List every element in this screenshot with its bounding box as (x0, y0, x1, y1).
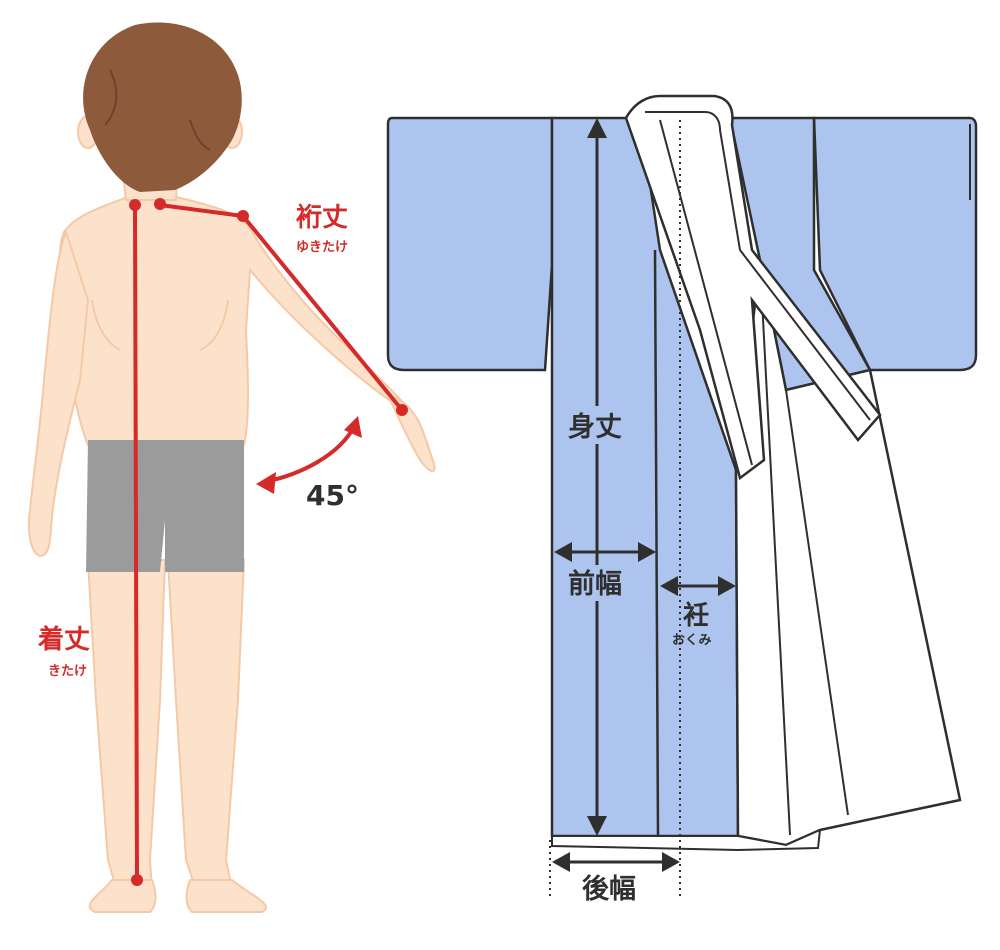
shorts (86, 440, 244, 572)
okumi-label: 衽 (683, 600, 709, 631)
mitake-arrowhead-bottom (587, 816, 607, 836)
neck-point-dot (129, 199, 141, 211)
shoulder-point-dot (237, 210, 249, 222)
ushirohaba-arrowhead-right (662, 852, 680, 872)
okumi-arrowhead-right (718, 576, 736, 596)
torso (58, 193, 421, 446)
kitake-reading: きたけ (48, 664, 87, 679)
right-sleeve (812, 116, 978, 372)
left-leg (86, 559, 167, 897)
shoulder-blade-line (91, 299, 121, 351)
mitake-label: 身丈 (568, 411, 622, 443)
shoulder-blade-line-2 (199, 299, 229, 351)
angle-label: 45° (306, 479, 359, 512)
kitake-label: 着丈 (37, 624, 90, 655)
collar-inner-line (645, 111, 871, 421)
person-figure (28, 22, 436, 913)
wrist-point-dot (396, 404, 408, 416)
angle-arrowhead-up (344, 416, 362, 438)
left-arm (28, 229, 90, 557)
hair-strand-1 (104, 69, 118, 126)
okumi-arrowhead-left (660, 576, 678, 596)
angle-arc (263, 424, 357, 484)
red-measurements (129, 198, 408, 886)
right-foot (185, 879, 267, 913)
left-foot (88, 879, 157, 913)
angle-arrowhead-left (256, 472, 276, 494)
mitake-arrowhead-top (587, 118, 607, 138)
yukitake-label: 裄丈 (295, 203, 348, 233)
mitake-label-bg (566, 406, 628, 444)
collar-point-dot (154, 198, 166, 210)
okumi-seam (653, 249, 660, 837)
collar-band (624, 94, 882, 481)
left-sleeve (386, 116, 554, 372)
hem-bottom (551, 828, 822, 852)
lining-seam-1 (785, 389, 849, 816)
angle-arrow (256, 416, 362, 494)
lining-seam-2 (761, 299, 791, 836)
maehaba-arrowhead-right (638, 542, 656, 562)
kimono (386, 94, 978, 900)
okumi-reading: おくみ (672, 633, 712, 648)
kimono-arrows (552, 118, 736, 872)
hair-strand-2 (189, 119, 211, 151)
right-leg (166, 559, 246, 897)
ushirohaba-label: 後幅 (582, 874, 636, 905)
maehaba-label-bg (566, 565, 630, 601)
maehaba-label: 前幅 (568, 568, 622, 600)
collar-fold-line (659, 119, 753, 466)
ushirohaba-arrowhead-left (552, 852, 570, 872)
ankle-point-dot (131, 874, 143, 886)
hair (83, 22, 242, 192)
yukitake-reading: ゆきたけ (296, 240, 348, 255)
kitake-line (133, 204, 139, 881)
right-hand (388, 396, 436, 472)
maehaba-arrowhead-left (554, 542, 572, 562)
